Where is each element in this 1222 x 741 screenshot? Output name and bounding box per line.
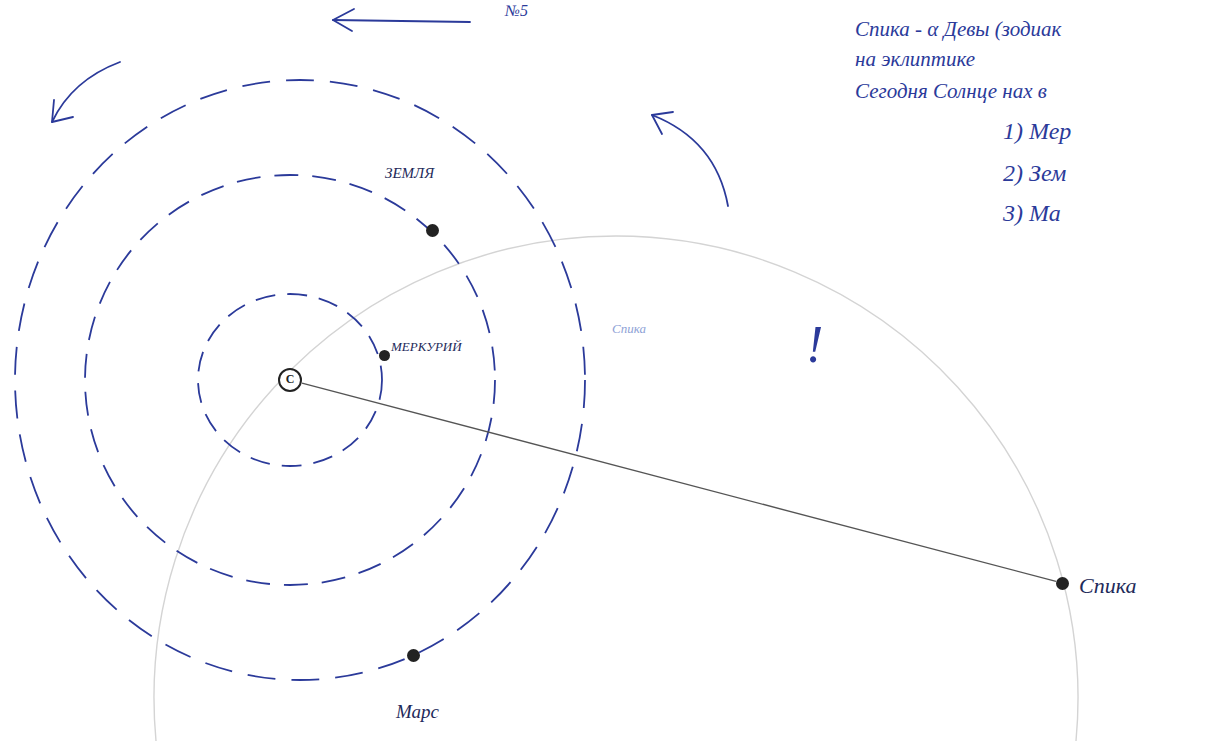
mercury-orbit	[198, 294, 382, 466]
sun-letter: С	[286, 373, 295, 386]
direction-arrow	[652, 112, 728, 206]
star-spica: Спика	[1056, 568, 1136, 598]
planet-earth: ЗЕМЛЯ	[385, 164, 434, 182]
object-name: МЕРКУРИЙ	[391, 339, 462, 354]
note-line: Сегодня Солнце нах в	[855, 80, 1047, 103]
pencil-arc	[154, 236, 1078, 741]
list-item: 1) Мер	[1003, 118, 1071, 144]
earth-orbit	[85, 175, 495, 585]
object-name: ЗЕМЛЯ	[385, 165, 434, 181]
note-line: Спика - α Девы (зодиак	[855, 18, 1061, 41]
planet-dot	[426, 224, 439, 237]
planet-mars: Марс	[396, 702, 439, 723]
planet-mercury: МЕРКУРИЙ	[391, 337, 462, 355]
mars-orbit	[15, 80, 585, 680]
exclamation-mark: !	[806, 316, 823, 373]
star-dot	[1056, 577, 1069, 590]
sun-circle: С	[278, 368, 302, 392]
direction-arrow	[333, 9, 470, 31]
planet-dot	[379, 350, 390, 361]
object-name: Марс	[396, 701, 439, 722]
note-line: на эклиптике	[855, 48, 975, 71]
object-name: Спика	[1079, 568, 1136, 598]
sight-line	[302, 383, 1056, 581]
list-item: 3) Ма	[1003, 200, 1061, 226]
faint-star-label: Спика	[612, 322, 646, 336]
direction-arrow	[52, 62, 120, 122]
list-item: 2) Зем	[1003, 160, 1066, 186]
problem-number: №5	[505, 2, 528, 20]
planet-dot	[407, 649, 420, 662]
